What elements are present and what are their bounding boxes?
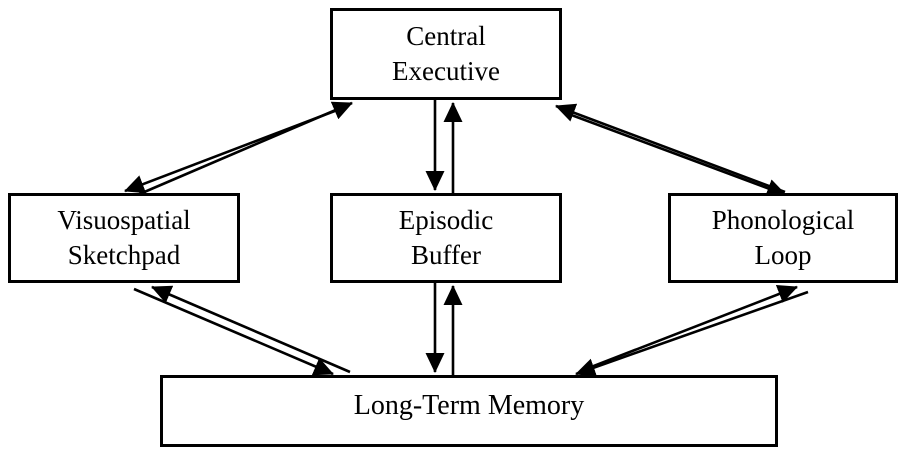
node-visuospatial-sketchpad: Visuospatial Sketchpad — [8, 193, 240, 283]
node-label-line: Episodic — [398, 205, 494, 235]
arrow-ltm-to-visuospatial — [151, 285, 351, 374]
node-label-line: Central — [406, 21, 486, 51]
arrow-phonological-to-ltm — [575, 290, 809, 377]
node-episodic-buffer: Episodic Buffer — [330, 193, 562, 283]
arrow-ltm-to-phonological — [585, 285, 798, 371]
node-label-line: Phonological — [711, 205, 855, 235]
node-label-line: Visuospatial — [57, 205, 191, 235]
node-label-line: Loop — [754, 240, 812, 270]
node-label-line: Long-Term Memory — [353, 389, 585, 421]
node-label-line: Buffer — [411, 240, 481, 270]
arrow-phonological-to-central — [555, 103, 786, 194]
arrow-central-to-visuospatial — [124, 107, 341, 194]
arrow-visuospatial-to-ltm — [133, 287, 334, 376]
node-label-line: Sketchpad — [67, 240, 181, 270]
node-central-executive: Central Executive — [330, 8, 562, 100]
node-long-term-memory: Long-Term Memory — [160, 375, 778, 447]
node-label-line: Executive — [392, 56, 500, 86]
node-phonological-loop: Phonological Loop — [668, 193, 898, 283]
arrow-central-to-phonological — [565, 111, 787, 198]
